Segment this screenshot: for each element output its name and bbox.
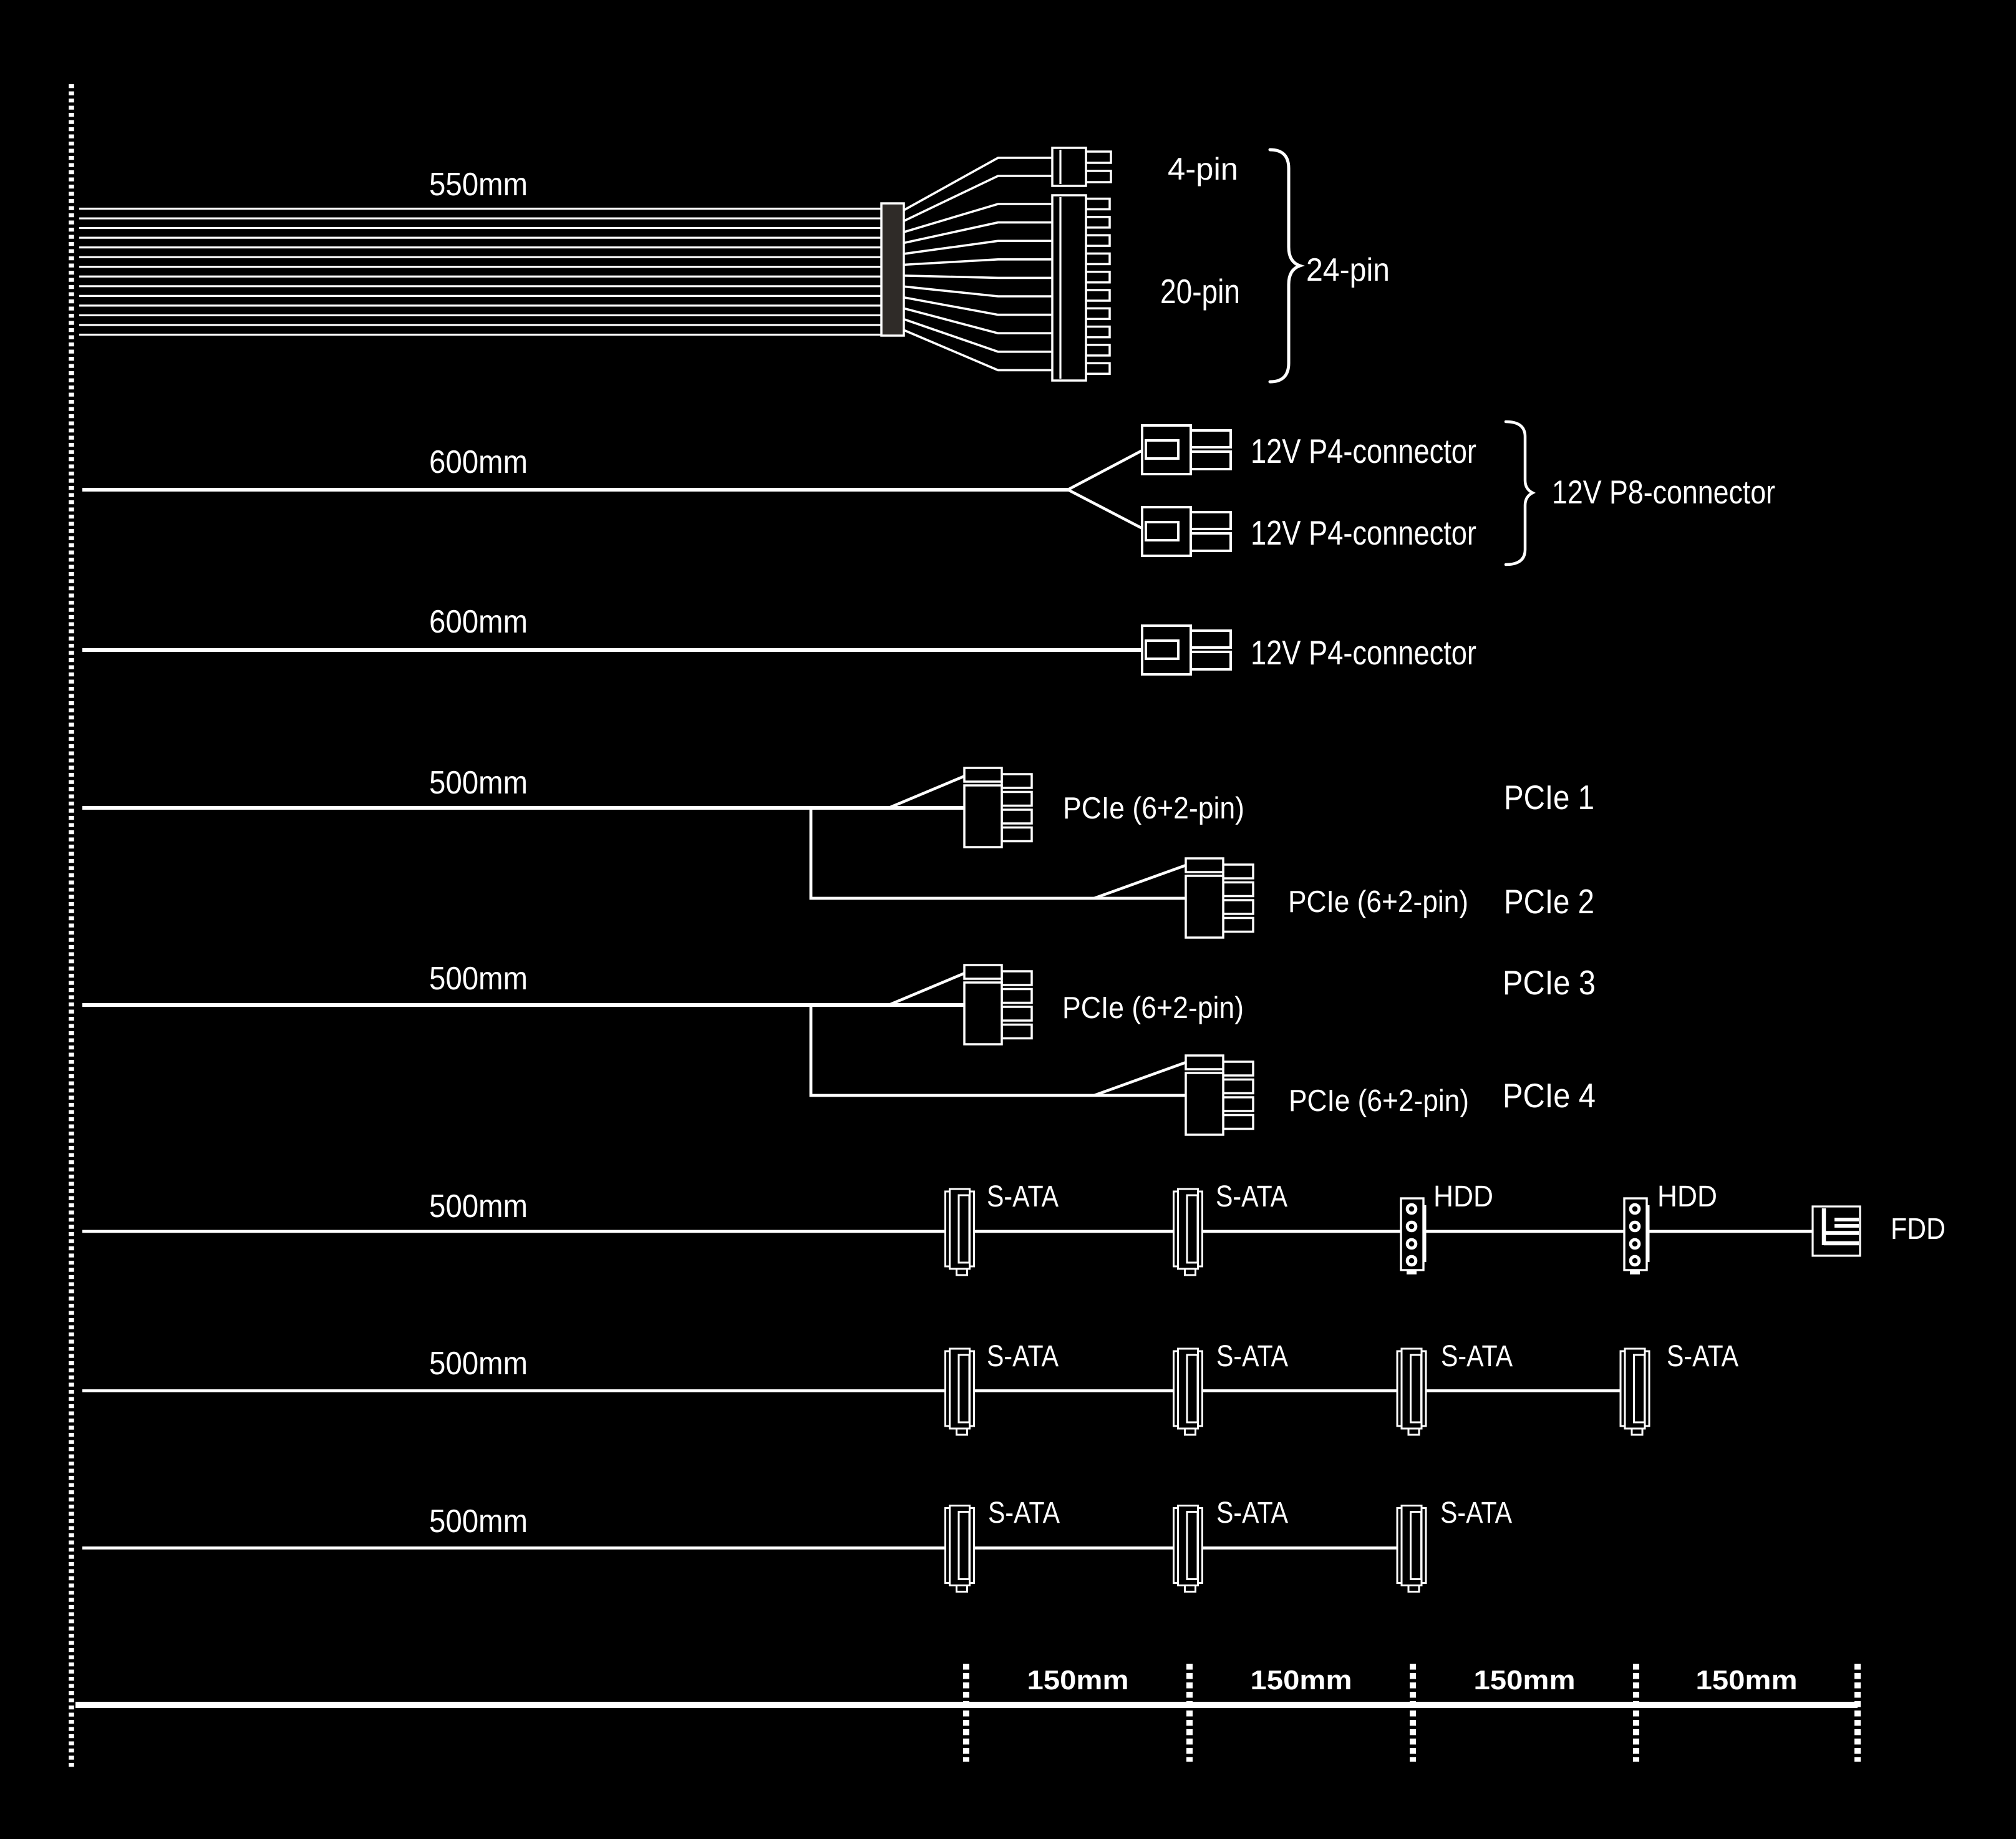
svg-text:4-pin: 4-pin (1168, 152, 1238, 187)
svg-text:S-ATA: S-ATA (987, 1340, 1059, 1373)
svg-text:500mm: 500mm (429, 765, 528, 801)
svg-text:550mm: 550mm (429, 167, 528, 203)
svg-text:12V P4-connector: 12V P4-connector (1251, 633, 1476, 672)
svg-text:500mm: 500mm (429, 1188, 528, 1225)
svg-text:PCIe 3: PCIe 3 (1503, 963, 1596, 1002)
svg-text:PCIe 4: PCIe 4 (1503, 1076, 1596, 1115)
svg-text:S-ATA: S-ATA (1216, 1340, 1288, 1373)
svg-text:12V P4-connector: 12V P4-connector (1251, 432, 1476, 470)
svg-text:PCIe (6+2-pin): PCIe (6+2-pin) (1063, 792, 1244, 825)
svg-text:150mm: 150mm (1474, 1665, 1576, 1696)
svg-text:S-ATA: S-ATA (1216, 1497, 1288, 1530)
svg-text:FDD: FDD (1891, 1213, 1946, 1246)
svg-text:600mm: 600mm (429, 444, 528, 480)
svg-text:PCIe 2: PCIe 2 (1504, 882, 1594, 921)
svg-text:HDD: HDD (1433, 1180, 1493, 1213)
svg-text:S-ATA: S-ATA (988, 1497, 1060, 1530)
svg-text:12V P8-connector: 12V P8-connector (1552, 474, 1775, 511)
svg-text:PCIe 1: PCIe 1 (1504, 778, 1594, 817)
svg-text:12V P4-connector: 12V P4-connector (1251, 513, 1476, 552)
svg-text:20-pin: 20-pin (1160, 272, 1240, 311)
svg-text:S-ATA: S-ATA (1441, 1340, 1513, 1373)
svg-text:150mm: 150mm (1251, 1665, 1352, 1696)
svg-text:500mm: 500mm (429, 961, 528, 997)
svg-text:S-ATA: S-ATA (1440, 1497, 1512, 1530)
svg-text:PCIe (6+2-pin): PCIe (6+2-pin) (1288, 885, 1468, 919)
svg-text:PCIe (6+2-pin): PCIe (6+2-pin) (1062, 991, 1244, 1025)
svg-text:24-pin: 24-pin (1306, 252, 1390, 288)
svg-text:150mm: 150mm (1027, 1665, 1129, 1696)
svg-text:150mm: 150mm (1696, 1665, 1798, 1696)
svg-text:S-ATA: S-ATA (1216, 1180, 1287, 1213)
svg-text:S-ATA: S-ATA (987, 1180, 1059, 1213)
svg-text:S-ATA: S-ATA (1667, 1340, 1738, 1373)
svg-text:500mm: 500mm (429, 1503, 528, 1540)
svg-text:HDD: HDD (1657, 1180, 1717, 1213)
svg-text:600mm: 600mm (429, 604, 528, 640)
svg-text:PCIe (6+2-pin): PCIe (6+2-pin) (1289, 1084, 1469, 1118)
svg-text:500mm: 500mm (429, 1346, 528, 1382)
